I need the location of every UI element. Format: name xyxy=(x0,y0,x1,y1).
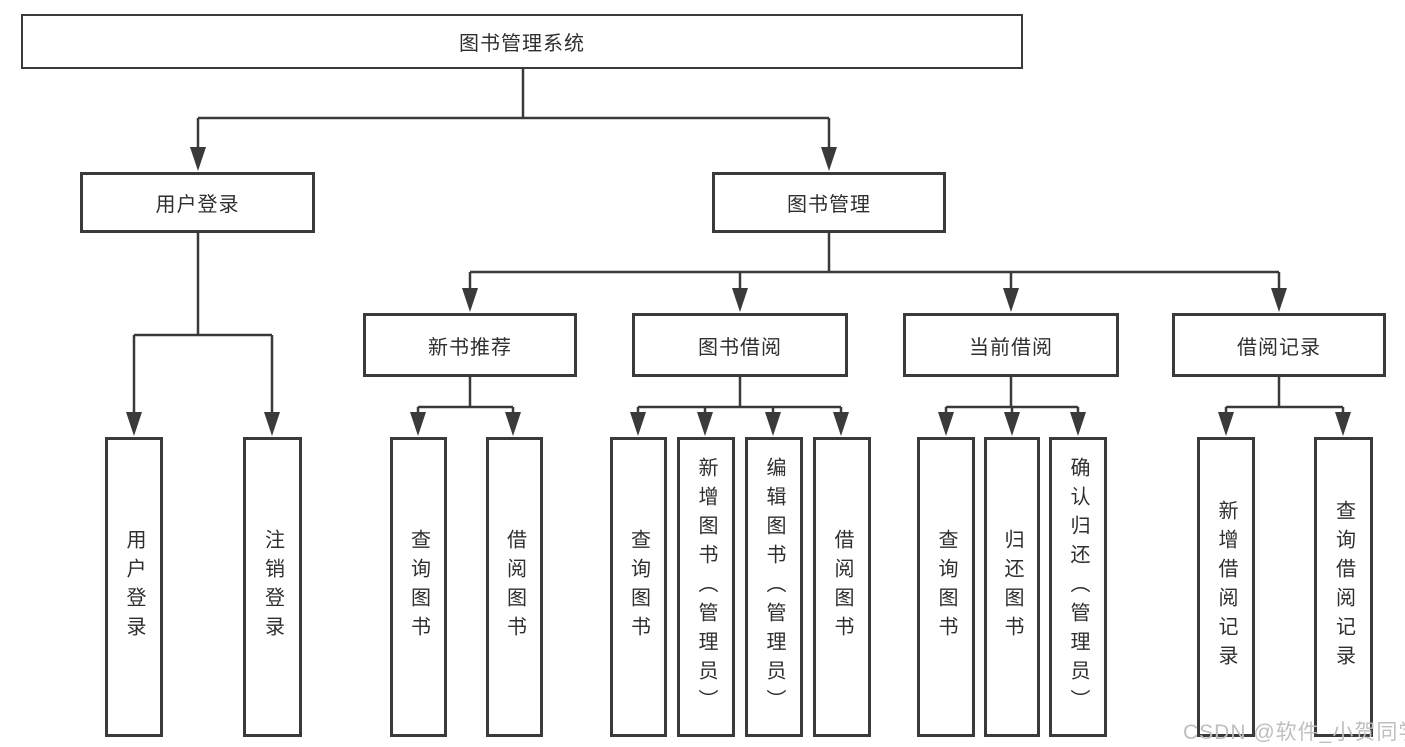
leaf-query-books-recommend: 查询图书 xyxy=(390,437,447,737)
leaf-borrow-books-recommend: 借阅图书 xyxy=(486,437,543,737)
node-book-management: 图书管理 xyxy=(712,172,946,233)
leaf-label: 查询图书 xyxy=(407,529,430,645)
csdn-watermark: CSDN @软件_小贺同学 xyxy=(1183,721,1405,744)
leaf-add-book-admin: 新增图书（管理员） xyxy=(677,437,735,737)
leaf-label: 注销登录 xyxy=(261,529,284,645)
node-user-login: 用户登录 xyxy=(80,172,315,233)
node-new-book-recommend: 新书推荐 xyxy=(363,313,577,377)
leaf-label: 新增图书（管理员） xyxy=(695,456,717,718)
leaf-query-books-current: 查询图书 xyxy=(917,437,975,737)
leaf-label: 借阅图书 xyxy=(503,529,526,645)
leaf-label: 用户登录 xyxy=(123,529,145,645)
leaf-label: 新增借阅记录 xyxy=(1215,500,1237,674)
node-borrowing-records: 借阅记录 xyxy=(1172,313,1386,377)
leaf-label: 查询借阅记录 xyxy=(1332,500,1355,674)
node-book-borrowing: 图书借阅 xyxy=(632,313,848,377)
leaf-return-book: 归还图书 xyxy=(984,437,1040,737)
leaf-label: 归还图书 xyxy=(1001,529,1023,645)
leaf-query-borrow-record: 查询借阅记录 xyxy=(1314,437,1373,737)
leaf-logout: 注销登录 xyxy=(243,437,302,737)
leaf-label: 编辑图书（管理员） xyxy=(763,456,785,718)
leaf-borrow-books-borrowing: 借阅图书 xyxy=(813,437,871,737)
leaf-user-login: 用户登录 xyxy=(105,437,163,737)
leaf-label: 借阅图书 xyxy=(831,529,853,645)
arrowheads xyxy=(126,147,1351,436)
leaf-label: 查询图书 xyxy=(627,529,650,645)
node-current-borrowing: 当前借阅 xyxy=(903,313,1119,377)
node-library-management-system: 图书管理系统 xyxy=(21,14,1023,69)
leaf-query-books-borrowing: 查询图书 xyxy=(610,437,667,737)
leaf-label: 确认归还（管理员） xyxy=(1067,456,1089,718)
leaf-confirm-return-admin: 确认归还（管理员） xyxy=(1049,437,1107,737)
leaf-edit-book-admin: 编辑图书（管理员） xyxy=(745,437,803,737)
leaf-add-borrow-record: 新增借阅记录 xyxy=(1197,437,1255,737)
leaf-label: 查询图书 xyxy=(935,529,957,645)
